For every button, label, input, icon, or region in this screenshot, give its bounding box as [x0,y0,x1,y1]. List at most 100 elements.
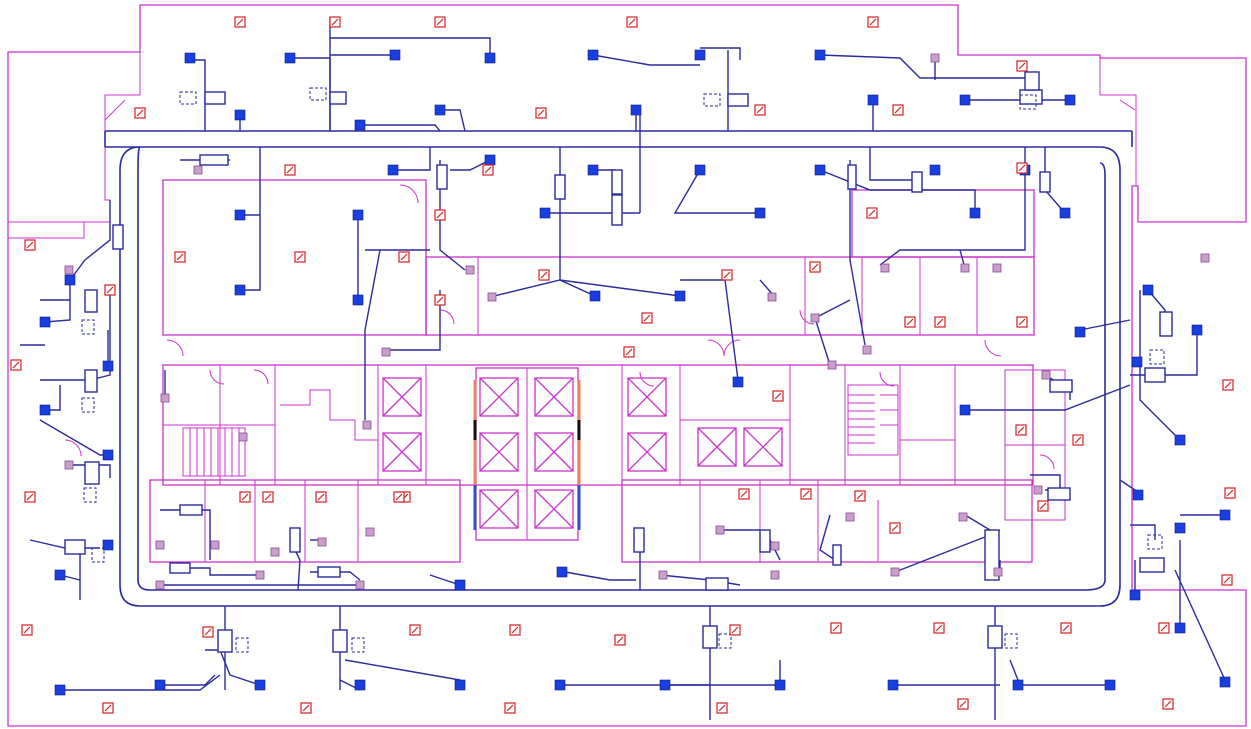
room-sensor [398,251,410,263]
room-sensor [754,104,766,116]
vav-box [329,91,347,105]
small-diffuser [155,540,165,550]
room-sensor [409,624,421,636]
air-terminal [1104,679,1116,691]
vav-box [84,289,98,313]
air-terminal [1074,326,1086,338]
small-diffuser [770,541,780,551]
vav-box [199,154,229,166]
room-sensor [772,390,784,402]
room-sensor [239,491,251,503]
vav-box [317,566,341,578]
small-diffuser [993,567,1003,577]
air-terminal [102,449,114,461]
room-sensor [738,488,750,500]
air-terminal [39,316,51,328]
room-sensor [1016,162,1028,174]
room-sensor [315,491,327,503]
air-terminal [254,679,266,691]
air-terminal [589,290,601,302]
room-sensor [889,522,901,534]
air-terminal [1219,509,1231,521]
air-terminal [234,284,246,296]
small-diffuser [64,460,74,470]
vav-box [217,629,233,653]
small-diffuser [715,525,725,535]
vav-box [84,369,98,393]
small-diffuser [992,263,1002,273]
room-sensor [830,622,842,634]
air-terminal [1129,589,1141,601]
room-lower-right [621,479,1033,563]
vav-box [911,171,923,193]
room-sensor [1162,698,1174,710]
small-diffuser [355,580,365,590]
small-diffuser [1033,485,1043,495]
vav-box [1144,367,1166,383]
room-sensor [24,491,36,503]
air-terminal [554,679,566,691]
small-diffuser [64,265,74,275]
small-diffuser [1041,370,1051,380]
air-terminal [814,49,826,61]
room-sensor [535,107,547,119]
room-sensor [174,251,186,263]
air-terminal [1064,94,1076,106]
room-sensor [716,702,728,714]
air-terminal [1219,676,1231,688]
air-terminal [674,290,686,302]
air-terminal [354,119,366,131]
room-sensor [626,16,638,28]
air-terminal [539,207,551,219]
room-sensor [1016,316,1028,328]
room-sensor [904,316,916,328]
air-terminal [959,94,971,106]
vav-box [1024,71,1040,91]
small-diffuser [317,537,327,547]
air-terminal [354,679,366,691]
air-terminal [587,49,599,61]
room-sensor [1015,424,1027,436]
small-diffuser [658,570,668,580]
vav-box [332,629,348,653]
air-terminal [1132,489,1144,501]
air-terminal [454,679,466,691]
vav-box [759,529,771,553]
duct-loop-right [1084,146,1121,607]
air-terminal [1131,356,1143,368]
room-sensor [294,251,306,263]
small-diffuser [210,540,220,550]
room-sensor [21,624,33,636]
air-terminal [959,404,971,416]
room-sensor [134,107,146,119]
air-terminal [102,539,114,551]
air-terminal [284,52,296,64]
room-sensor [102,702,114,714]
room-sensor [10,359,22,371]
small-diffuser [958,512,968,522]
room-sensor [24,239,36,251]
vav-box [554,174,566,200]
small-diffuser [155,580,165,590]
air-terminal [867,94,879,106]
top-right-door [1119,99,1136,111]
room-sensor [854,490,866,502]
air-terminal [732,376,744,388]
air-terminal [387,164,399,176]
room-sensor [957,698,969,710]
door-swings [64,184,1055,470]
room-sensor [623,346,635,358]
room-sensor [434,294,446,306]
outer-wall-perimeter [7,4,1247,727]
air-terminal [389,49,401,61]
room-sensor [482,164,494,176]
elevator-core-left [382,377,422,472]
room-sensor [721,269,733,281]
vav-box [1039,171,1051,193]
room-upper-right [851,189,1035,258]
small-diffusers [64,53,1210,590]
room-strip-upper [425,256,1035,336]
inner-rooms [64,179,1066,563]
room-sensor [1221,574,1233,586]
small-diffuser [238,432,248,442]
